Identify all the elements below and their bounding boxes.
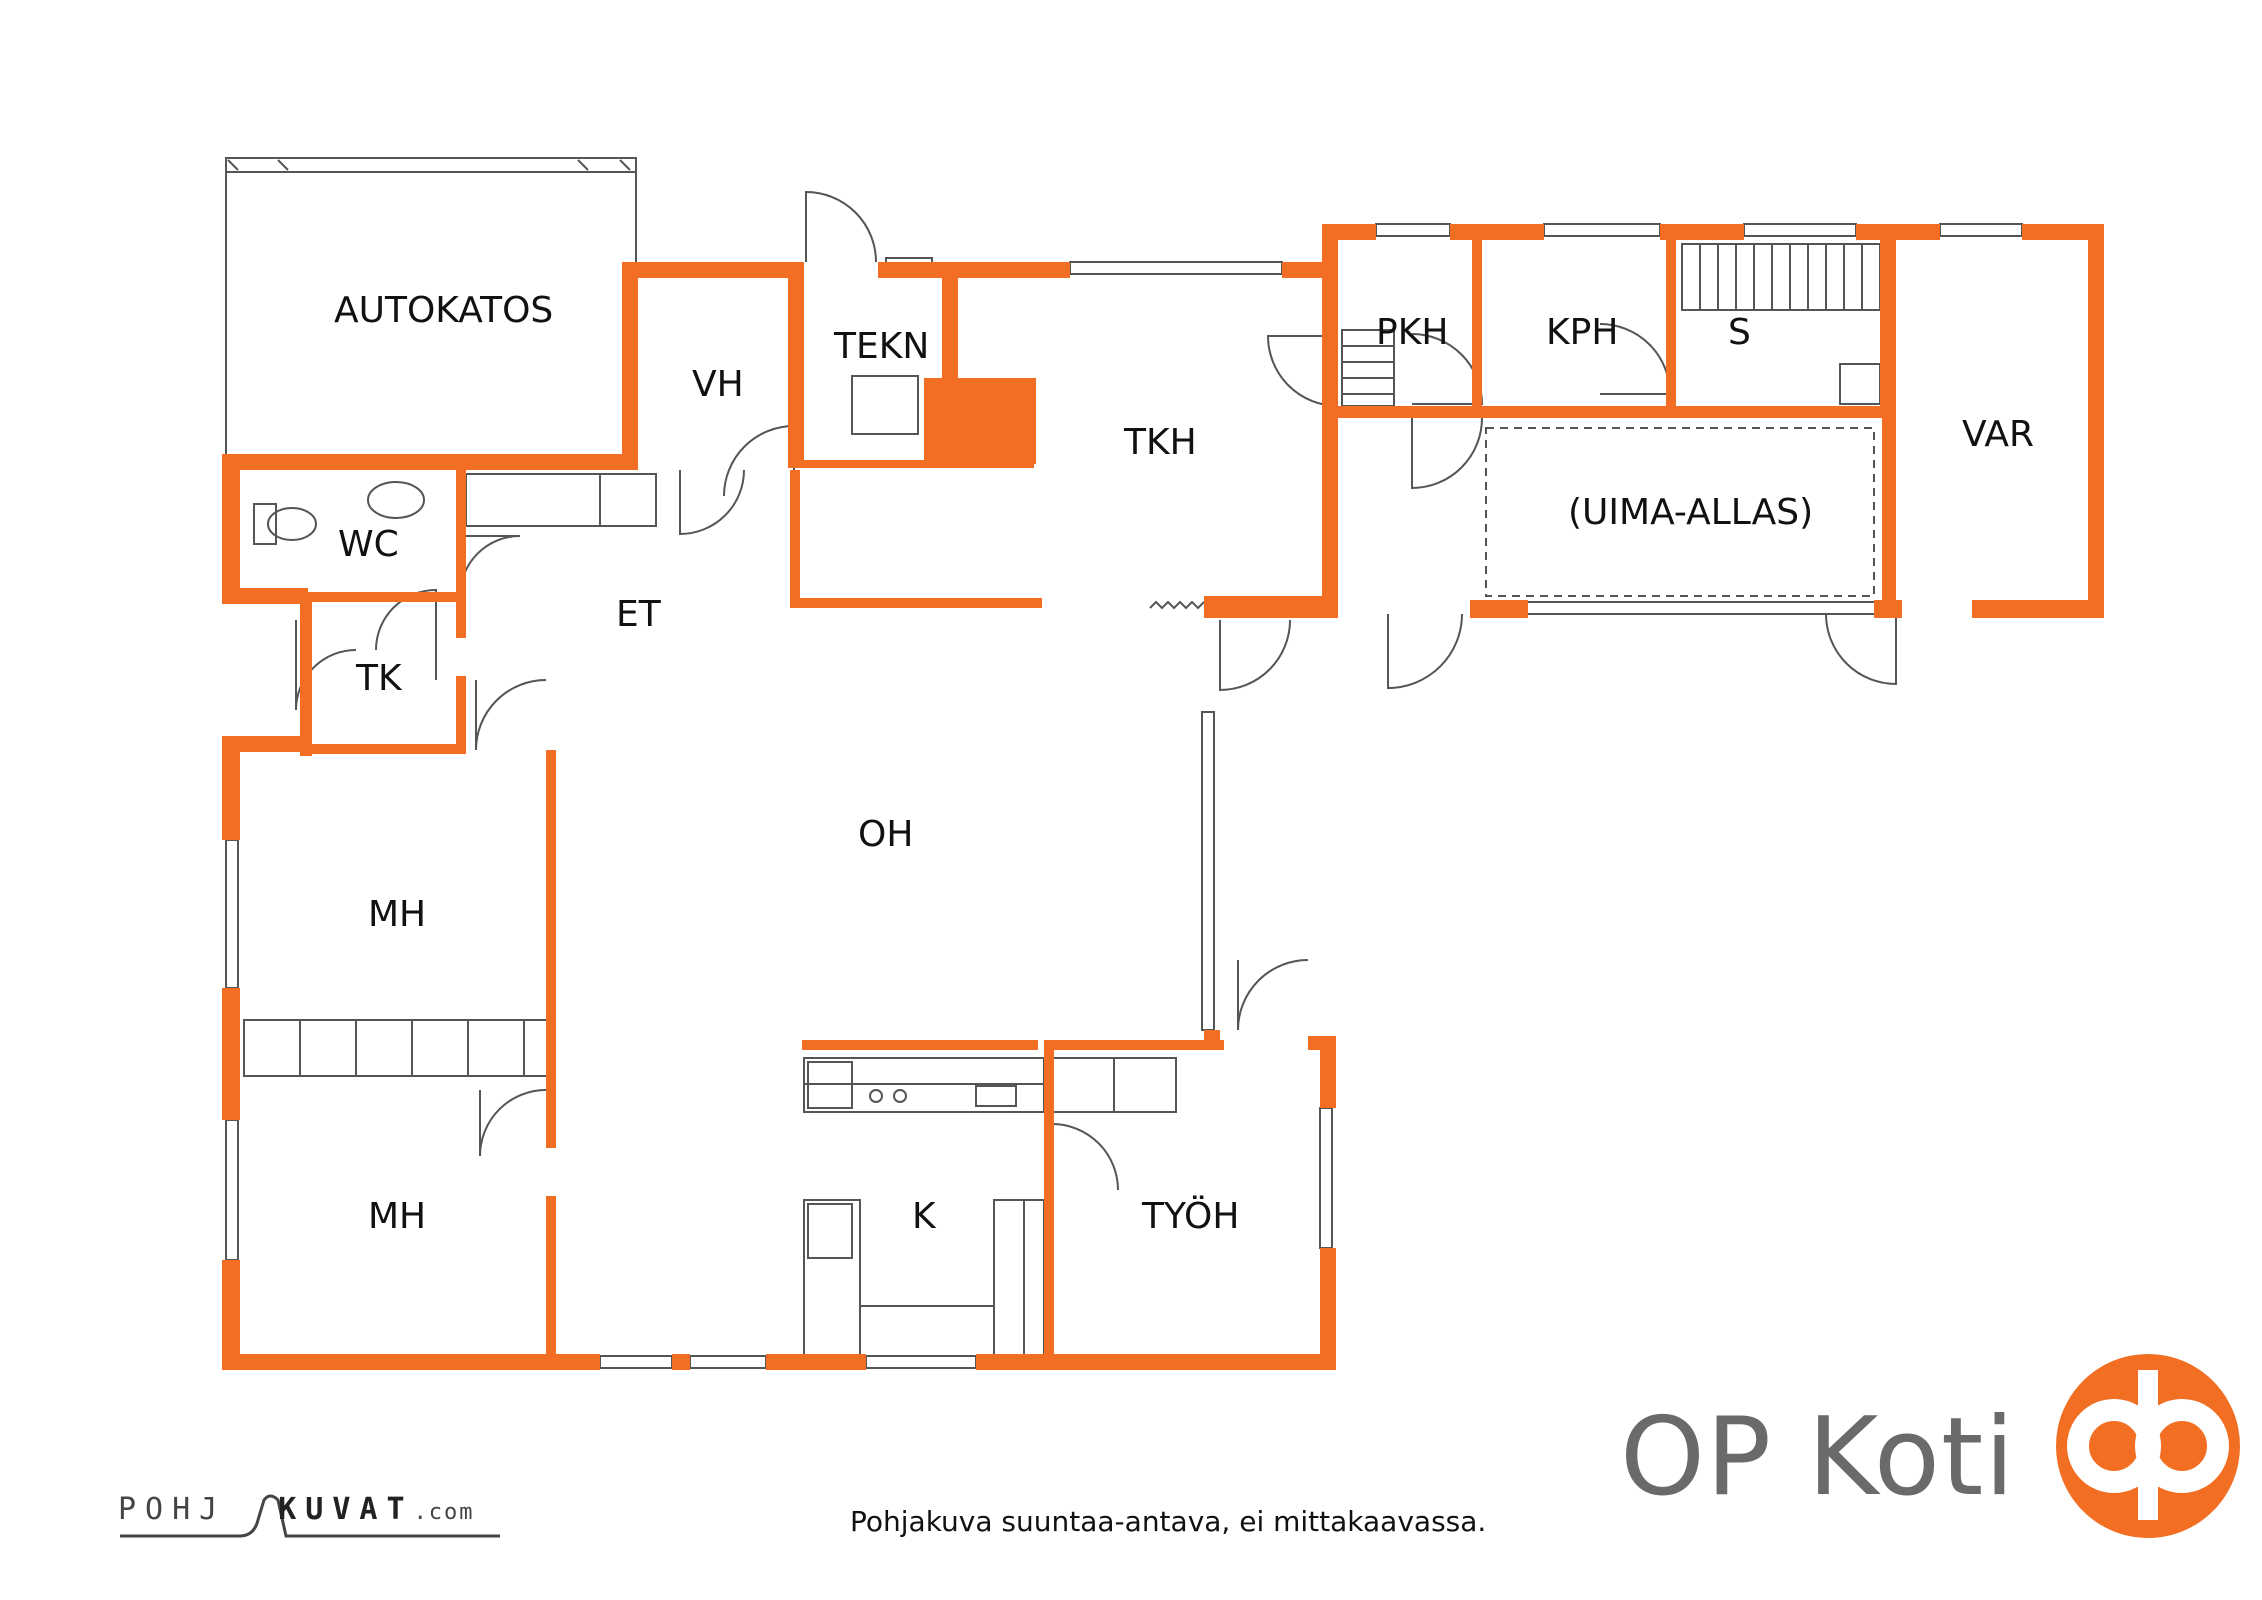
room-label-oh: OH bbox=[858, 814, 913, 855]
room-label-var: VAR bbox=[1962, 414, 2034, 455]
room-label-k: K bbox=[912, 1196, 937, 1237]
entry-cabinet bbox=[465, 473, 657, 527]
pohjakuvat-credit: POHJ KUVAT.com bbox=[118, 1492, 475, 1527]
disclaimer-text: Pohjakuva suuntaa-antava, ei mittakaavas… bbox=[850, 1505, 1487, 1538]
kitchen-counter-side bbox=[993, 1199, 1045, 1357]
room-label-autokatos: AUTOKATOS bbox=[334, 290, 553, 331]
room-label-pkh: PKH bbox=[1376, 312, 1448, 353]
room-label-uima-allas: (UIMA-ALLAS) bbox=[1568, 492, 1813, 533]
pohjakuvat-logo-mark bbox=[120, 1494, 500, 1538]
toilet bbox=[253, 503, 277, 545]
wardrobe-row bbox=[243, 1019, 551, 1077]
room-label-et: ET bbox=[616, 594, 662, 635]
room-label-wc: WC bbox=[338, 524, 399, 565]
credit-left: POHJ bbox=[118, 1492, 227, 1527]
credit-domain: .com bbox=[413, 1500, 475, 1525]
room-label-mh-lower: MH bbox=[368, 1196, 426, 1237]
room-label-tkh: TKH bbox=[1123, 422, 1197, 463]
room-label-kph: KPH bbox=[1546, 312, 1618, 353]
room-label-tyoh: TYÖH bbox=[1141, 1195, 1239, 1237]
room-label-s: S bbox=[1728, 312, 1751, 353]
sink bbox=[367, 481, 425, 519]
room-label-tekn: TEKN bbox=[833, 326, 929, 367]
carport-post-marks bbox=[227, 159, 631, 171]
room-label-vh: VH bbox=[692, 364, 744, 405]
brand-name: OP Koti bbox=[1620, 1395, 2016, 1520]
pool-outline bbox=[1485, 427, 1875, 597]
room-label-tk: TK bbox=[355, 658, 403, 699]
boiler bbox=[851, 375, 919, 435]
walls bbox=[222, 224, 2104, 1370]
windows bbox=[225, 223, 2023, 1369]
op-logo-icon bbox=[2056, 1354, 2240, 1538]
room-label-mh-upper: MH bbox=[368, 894, 426, 935]
kitchen-counter-bottom bbox=[859, 1305, 995, 1357]
credit-right: KUVAT bbox=[278, 1492, 414, 1527]
